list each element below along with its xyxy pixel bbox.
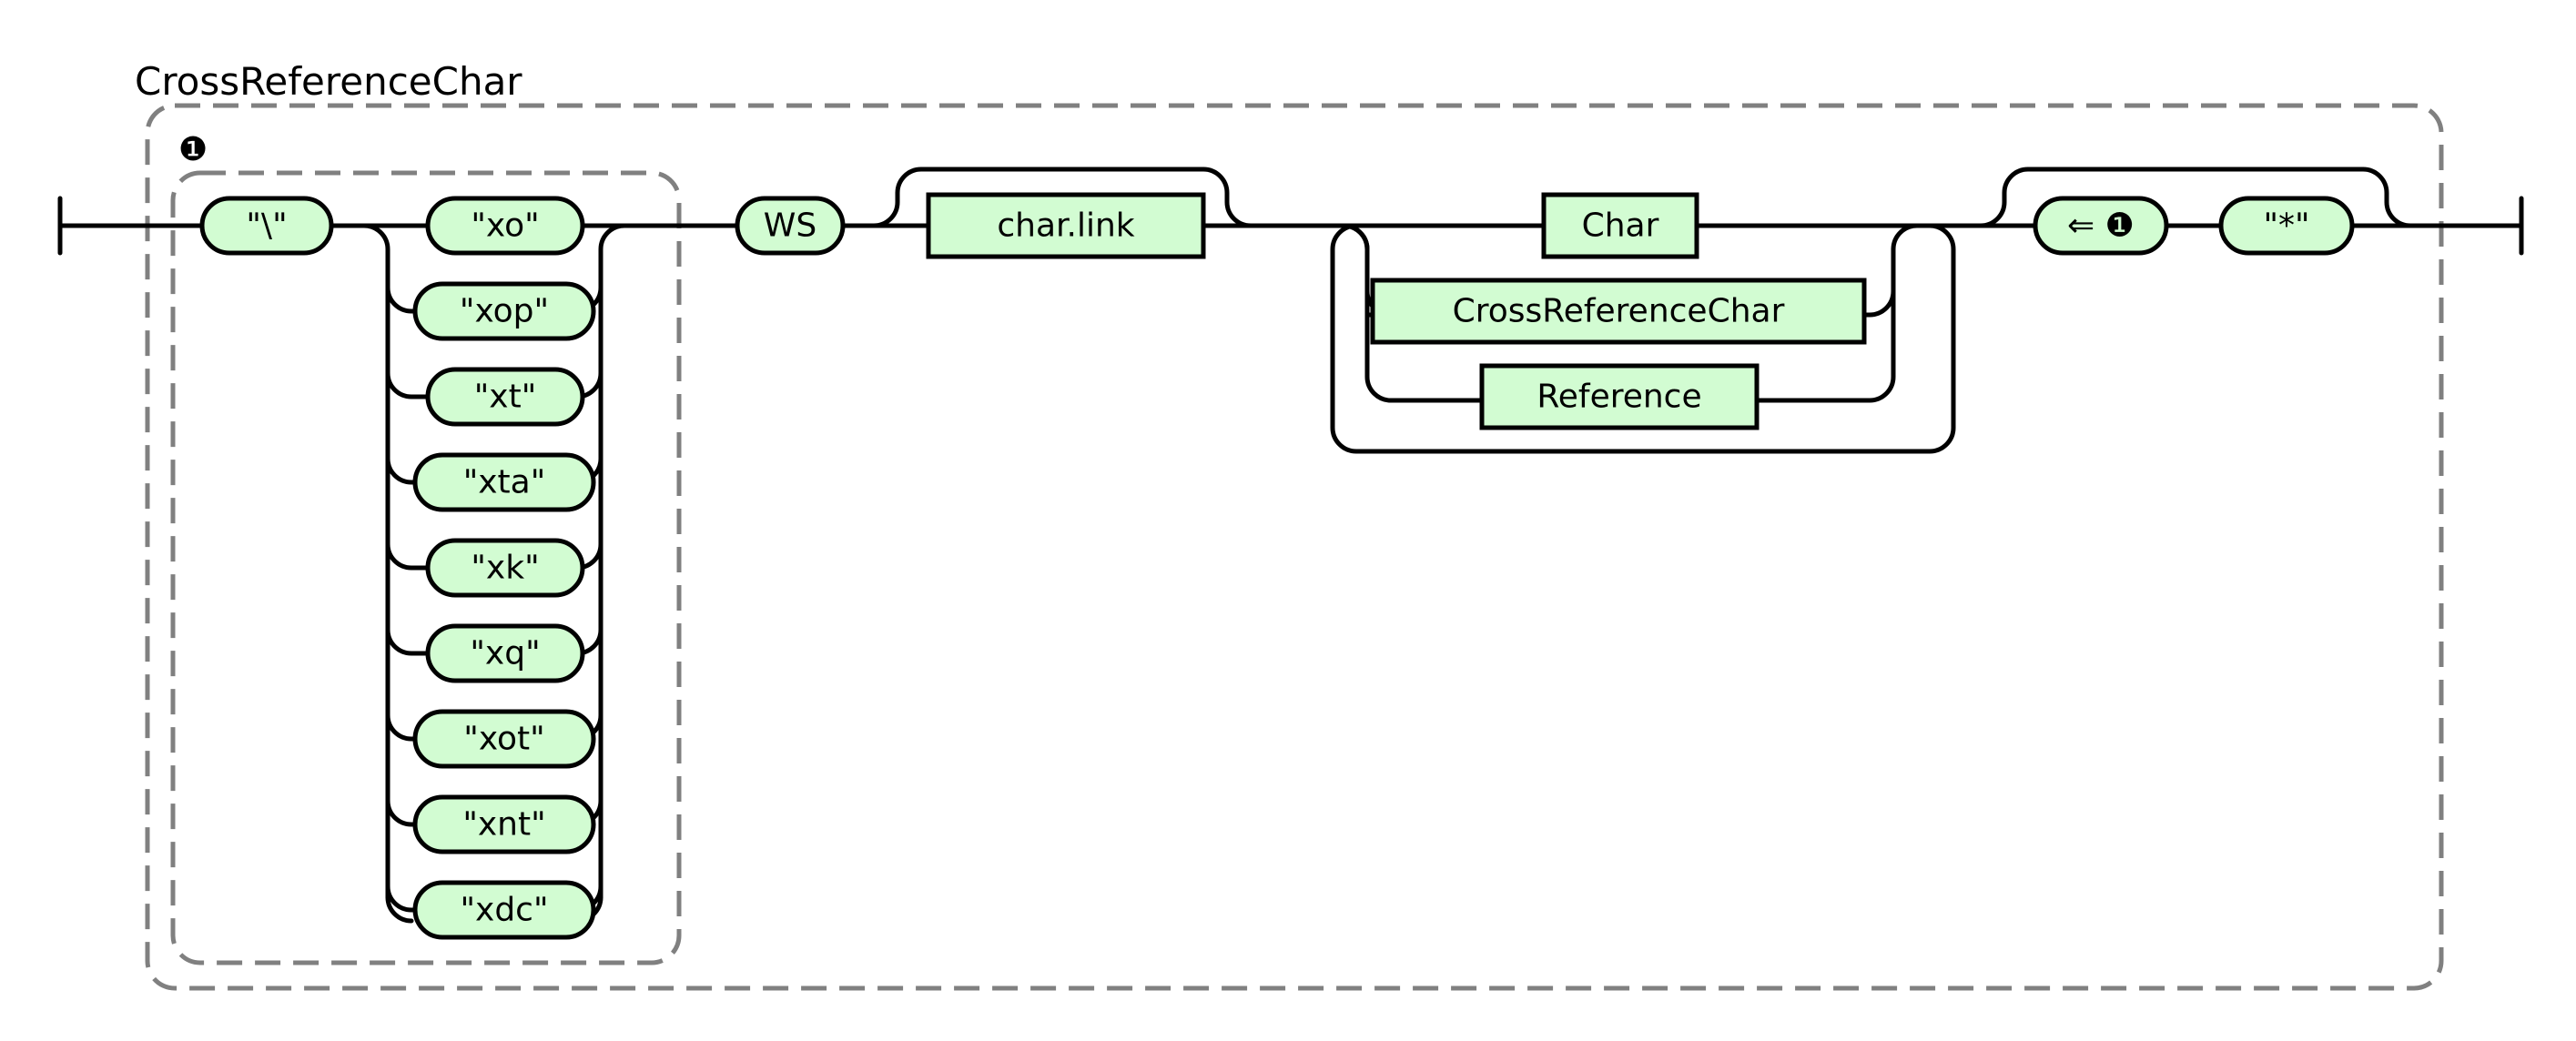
svg-text:"xdc": "xdc" [460, 892, 548, 929]
svg-text:Reference: Reference [1536, 379, 1701, 416]
terminal-xk: "xk" [425, 538, 585, 598]
terminal-star: "*" [2218, 196, 2355, 256]
svg-text:"\": "\" [246, 207, 287, 245]
svg-text:WS: WS [764, 207, 816, 245]
svg-text:⇐ ❶: ⇐ ❶ [2067, 207, 2135, 245]
nonterminal-char-link: char.link [926, 192, 1206, 259]
svg-text:"xnt": "xnt" [462, 806, 545, 844]
rule-group-border [145, 103, 2444, 991]
terminal-backslash: "\" [199, 196, 334, 256]
svg-text:char.link: char.link [997, 207, 1134, 245]
terminal-xop: "xop" [412, 281, 596, 341]
terminal-xq: "xq" [425, 623, 585, 683]
nonterminal-cross-reference-char: CrossReferenceChar [1370, 278, 1867, 345]
terminal-xta: "xta" [412, 452, 596, 512]
rule-title: CrossReferenceChar [135, 59, 522, 104]
terminal-xnt: "xnt" [412, 794, 596, 854]
terminal-ws: WS [735, 196, 846, 256]
nonterminal-char: Char [1541, 192, 1699, 259]
svg-text:Char: Char [1582, 207, 1659, 245]
svg-text:"xq": "xq" [470, 635, 540, 672]
svg-text:"xop": "xop" [460, 293, 549, 330]
backreference-1: ⇐ ❶ [2033, 196, 2169, 256]
svg-text:"xk": "xk" [471, 550, 539, 587]
nonterminal-reference: Reference [1479, 363, 1760, 430]
svg-text:"xot": "xot" [463, 721, 544, 758]
terminal-xot: "xot" [412, 709, 596, 769]
terminal-xdc: "xdc" [412, 880, 596, 940]
svg-text:"xta": "xta" [463, 464, 546, 501]
capture-group-1-marker: ❶ [178, 131, 208, 168]
terminal-xo: "xo" [425, 196, 585, 256]
svg-text:"xt": "xt" [474, 379, 537, 416]
svg-text:"xo": "xo" [471, 207, 539, 245]
svg-text:CrossReferenceChar: CrossReferenceChar [1453, 293, 1785, 330]
capture-group-1-border [170, 170, 682, 965]
terminal-xt: "xt" [425, 367, 585, 427]
svg-text:"*": "*" [2263, 207, 2309, 245]
